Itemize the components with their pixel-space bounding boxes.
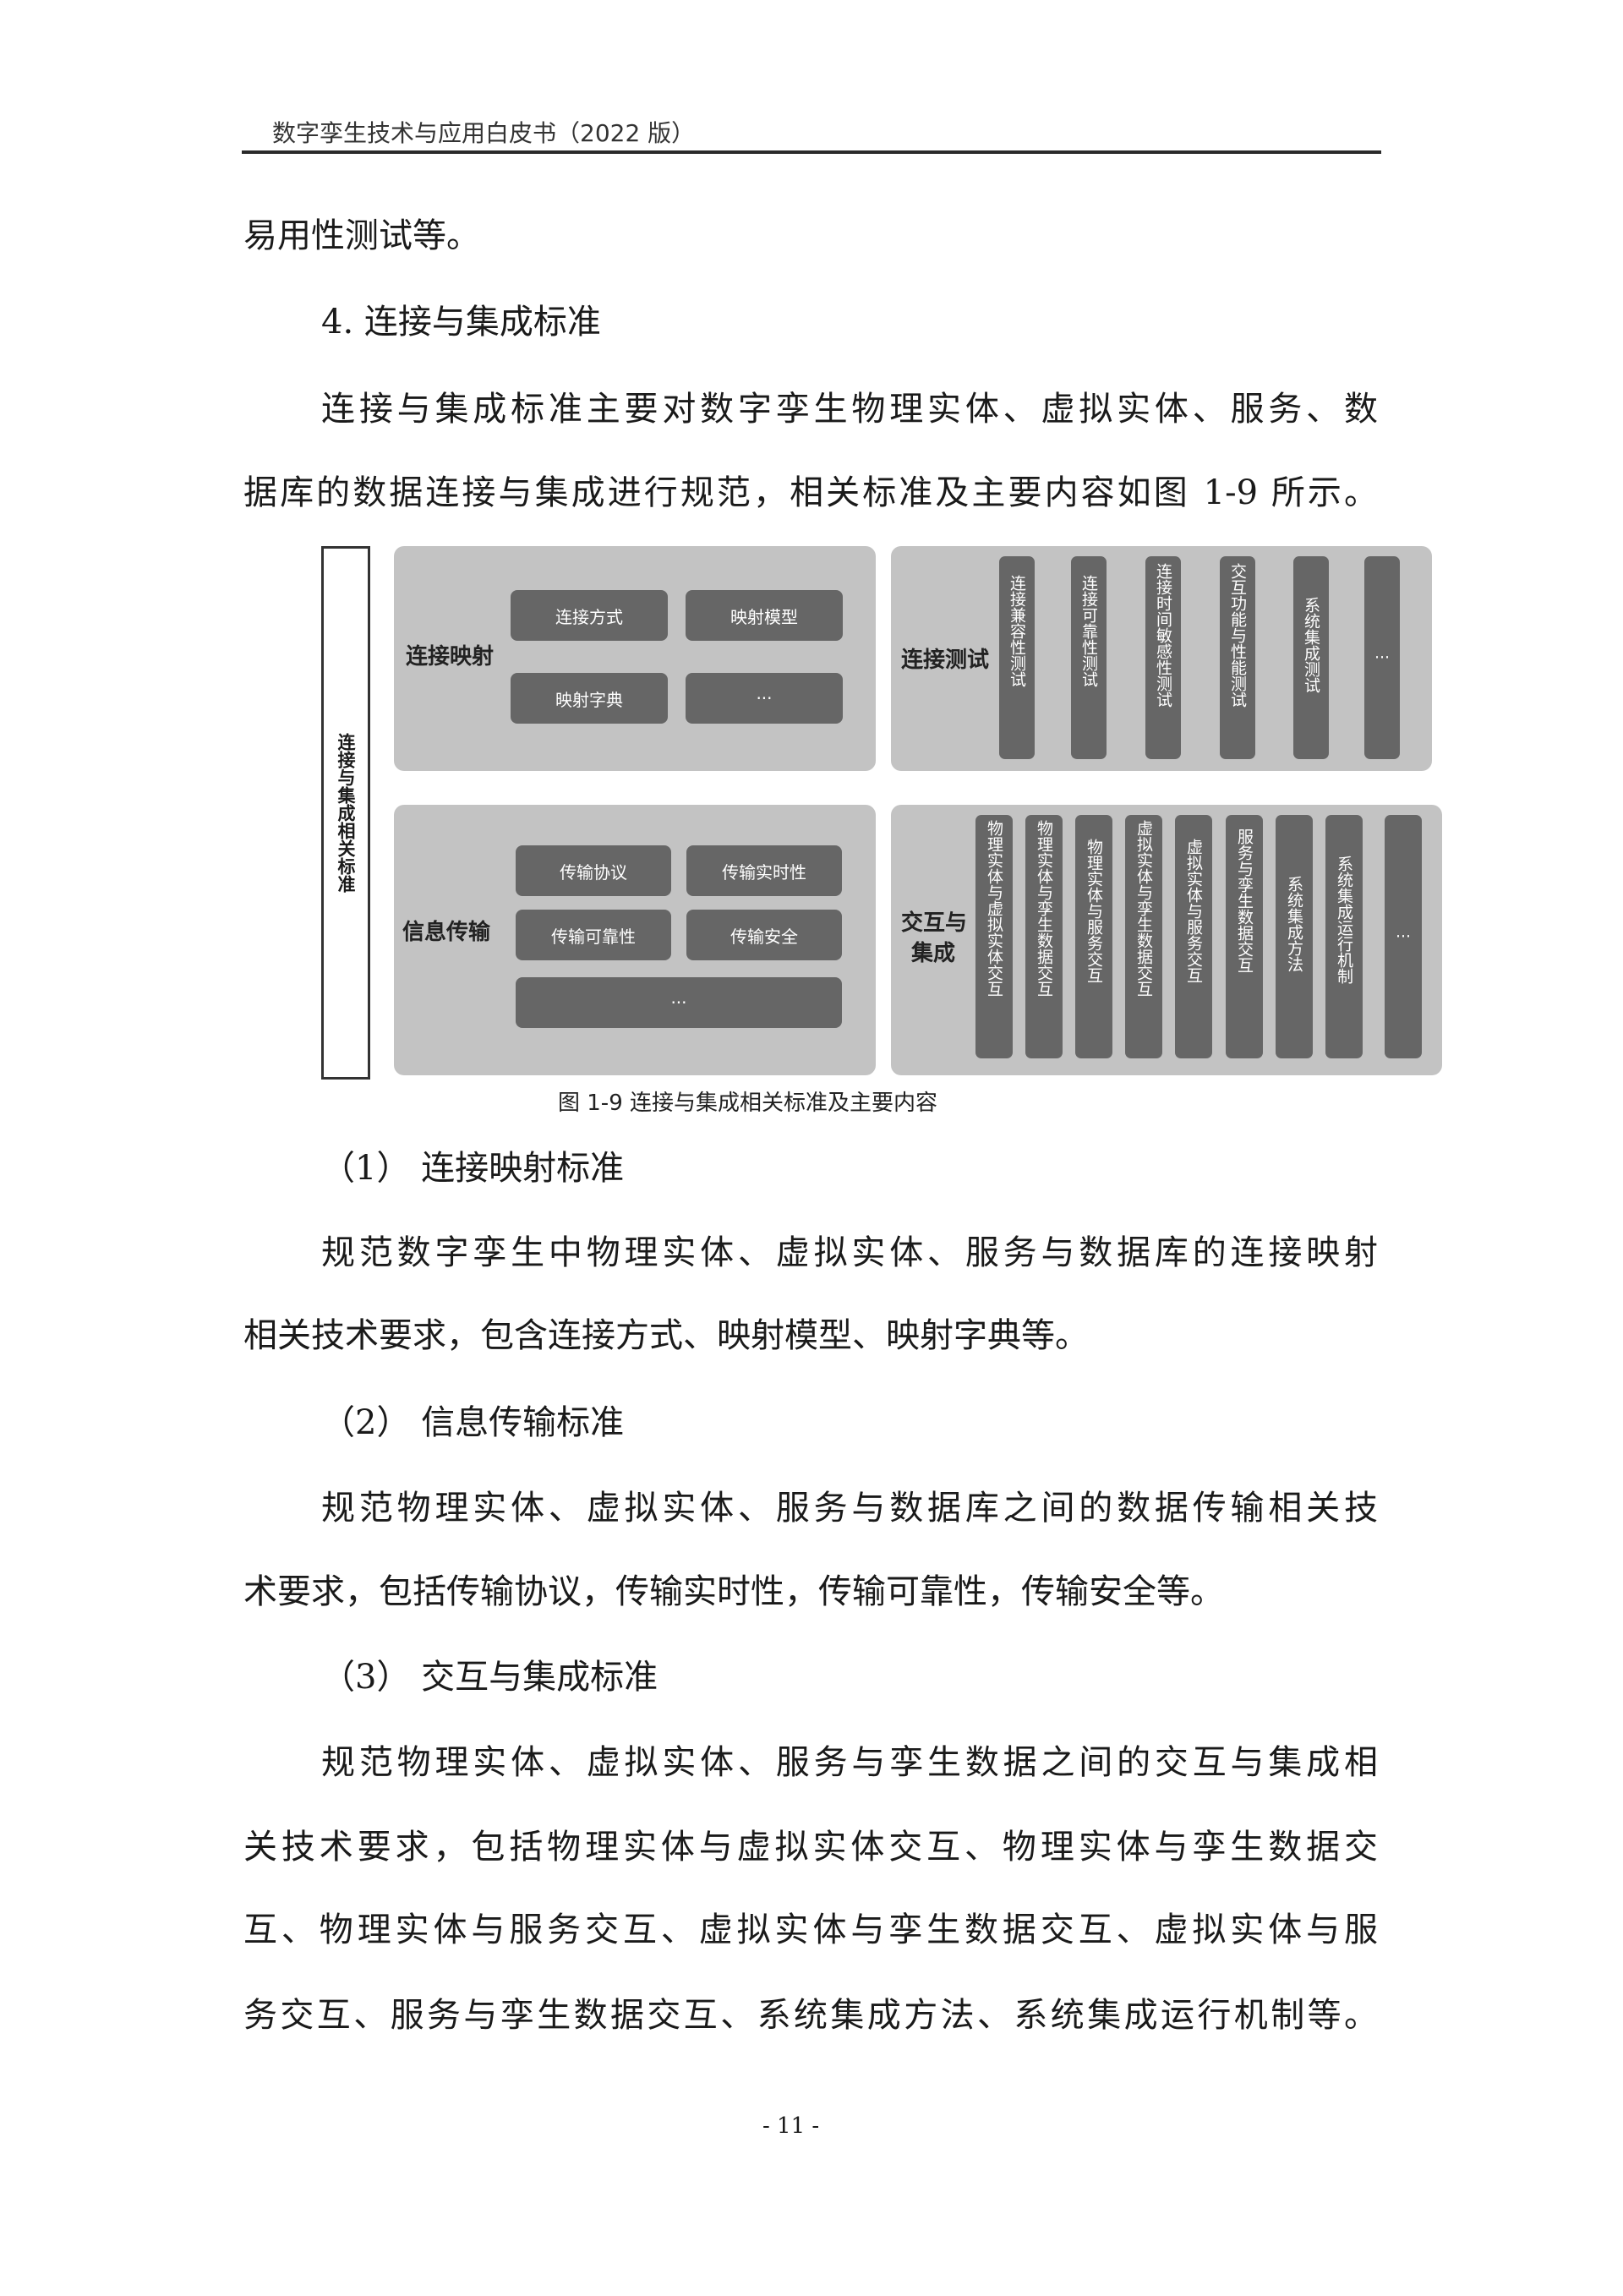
item-box: 传输实时性 (686, 845, 842, 896)
paragraph-line: 规范物理实体、虚拟实体、服务与孪生数据之间的交互与集成相 (321, 1743, 1378, 1782)
item-box: 连接方式 (511, 590, 668, 641)
card-label: 连接映射 (406, 644, 495, 670)
vertical-item-box: 系统集成方法 (1276, 815, 1313, 1058)
vertical-item-box: 虚拟实体与服务交互 (1175, 815, 1212, 1058)
vertical-item-box: ··· (1364, 556, 1400, 759)
header-rule (242, 150, 1381, 154)
paragraph-line: 据库的数据连接与集成进行规范，相关标准及主要内容如图 1-9 所示。 (243, 473, 1378, 512)
vertical-item-box: 系统集成运行机制 (1325, 815, 1363, 1058)
paragraph-line: 规范数字孪生中物理实体、虚拟实体、服务与数据库的连接映射 (321, 1233, 1378, 1272)
subsection-heading: （1） 连接映射标准 (321, 1149, 625, 1188)
vertical-item-box: 连接兼容性测试 (999, 556, 1035, 759)
paragraph-line: 相关技术要求，包含连接方式、映射模型、映射字典等。 (243, 1316, 1089, 1355)
figure-main-label: 连接与集成相关标准 (336, 733, 356, 893)
card-label: 交互与 集成 (901, 910, 968, 966)
card-connection-mapping: 连接映射 连接方式 映射模型 映射字典 ··· (394, 546, 876, 771)
paragraph-line: 连接与集成标准主要对数字孪生物理实体、虚拟实体、服务、数 (321, 390, 1378, 429)
vertical-item-box: 交互功能与性能测试 (1220, 556, 1255, 759)
paragraph-line: 关技术要求，包括物理实体与虚拟实体交互、物理实体与孪生数据交 (243, 1828, 1378, 1867)
card-label: 信息传输 (402, 920, 491, 945)
figure-caption: 图 1-9 连接与集成相关标准及主要内容 (558, 1091, 937, 1116)
paragraph-line: 规范物理实体、虚拟实体、服务与数据库之间的数据传输相关技 (321, 1489, 1378, 1528)
vertical-item-box: 服务与孪生数据交互 (1226, 815, 1263, 1058)
vertical-item-box: 连接可靠性测试 (1071, 556, 1107, 759)
paragraph-line: 互、物理实体与服务交互、虚拟实体与孪生数据交互、虚拟实体与服 (243, 1911, 1378, 1949)
card-connection-testing: 连接测试 连接兼容性测试 连接可靠性测试 连接时间敏感性测试 交互功能与性能测试… (891, 546, 1432, 771)
figure-main-label-box: 连接与集成相关标准 (321, 546, 370, 1080)
vertical-item-box: 物理实体与孪生数据交互 (1025, 815, 1063, 1058)
item-box: 映射字典 (511, 673, 668, 724)
item-box: 映射模型 (686, 590, 843, 641)
vertical-item-box: 虚拟实体与孪生数据交互 (1125, 815, 1162, 1058)
paragraph-line: 术要求，包括传输协议，传输实时性，传输可靠性，传输安全等。 (243, 1572, 1224, 1611)
card-information-transmission: 信息传输 传输协议 传输实时性 传输可靠性 传输安全 ··· (394, 805, 876, 1075)
page-number: - 11 - (762, 2113, 820, 2139)
card-label: 连接测试 (901, 648, 990, 673)
running-header: 数字孪生技术与应用白皮书（2022 版） (272, 119, 696, 147)
paragraph-continuation: 易用性测试等。 (243, 216, 480, 255)
item-box: ··· (516, 977, 842, 1028)
card-interaction-integration: 交互与 集成 物理实体与虚拟实体交互 物理实体与孪生数据交互 物理实体与服务交互… (891, 805, 1442, 1075)
item-box: 传输协议 (516, 845, 671, 896)
section-heading: 4. 连接与集成标准 (321, 303, 601, 342)
vertical-item-box: 连接时间敏感性测试 (1145, 556, 1181, 759)
subsection-heading: （3） 交互与集成标准 (321, 1658, 658, 1697)
item-box: 传输安全 (686, 910, 842, 960)
vertical-item-box: 系统集成测试 (1293, 556, 1329, 759)
vertical-item-box: 物理实体与虚拟实体交互 (975, 815, 1013, 1058)
item-box: 传输可靠性 (516, 910, 671, 960)
vertical-item-box: ··· (1385, 815, 1422, 1058)
vertical-item-box: 物理实体与服务交互 (1075, 815, 1112, 1058)
item-box: ··· (686, 673, 843, 724)
paragraph-line: 务交互、服务与孪生数据交互、系统集成方法、系统集成运行机制等。 (243, 1996, 1378, 2035)
subsection-heading: （2） 信息传输标准 (321, 1403, 625, 1442)
